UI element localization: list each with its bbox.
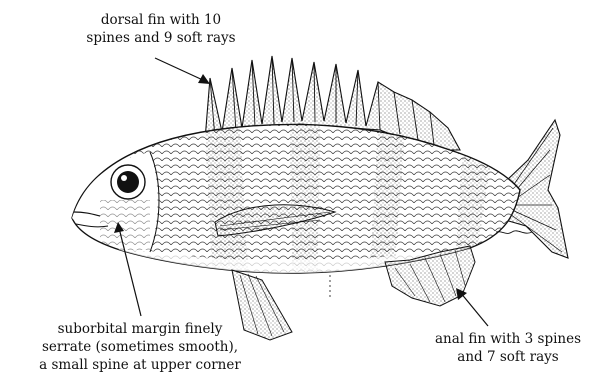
anal-fin-label: anal fin with 3 spines and 7 soft rays xyxy=(420,330,596,366)
dorsal-fin-label: dorsal fin with 10 spines and 9 soft ray… xyxy=(48,11,274,47)
anal-arrow-line xyxy=(460,292,488,326)
suborbital-margin-label: suborbital margin finely serrate (someti… xyxy=(0,320,280,374)
dorsal-fin-label-line2: spines and 9 soft rays xyxy=(48,29,274,47)
suborbital-label-line2: serrate (sometimes smooth), xyxy=(0,338,280,356)
artist-signature xyxy=(496,231,532,234)
dark-bar-2 xyxy=(290,122,320,272)
dorsal-arrow-line xyxy=(155,58,205,81)
fish-eye xyxy=(111,165,145,199)
suborbital-label-line3: a small spine at upper corner xyxy=(0,356,280,374)
suborbital-label-line1: suborbital margin finely xyxy=(0,320,280,338)
dorsal-fin-label-line1: dorsal fin with 10 xyxy=(48,11,274,29)
anal-fin-label-line1: anal fin with 3 spines xyxy=(420,330,596,348)
anal-fin-label-line2: and 7 soft rays xyxy=(420,348,596,366)
